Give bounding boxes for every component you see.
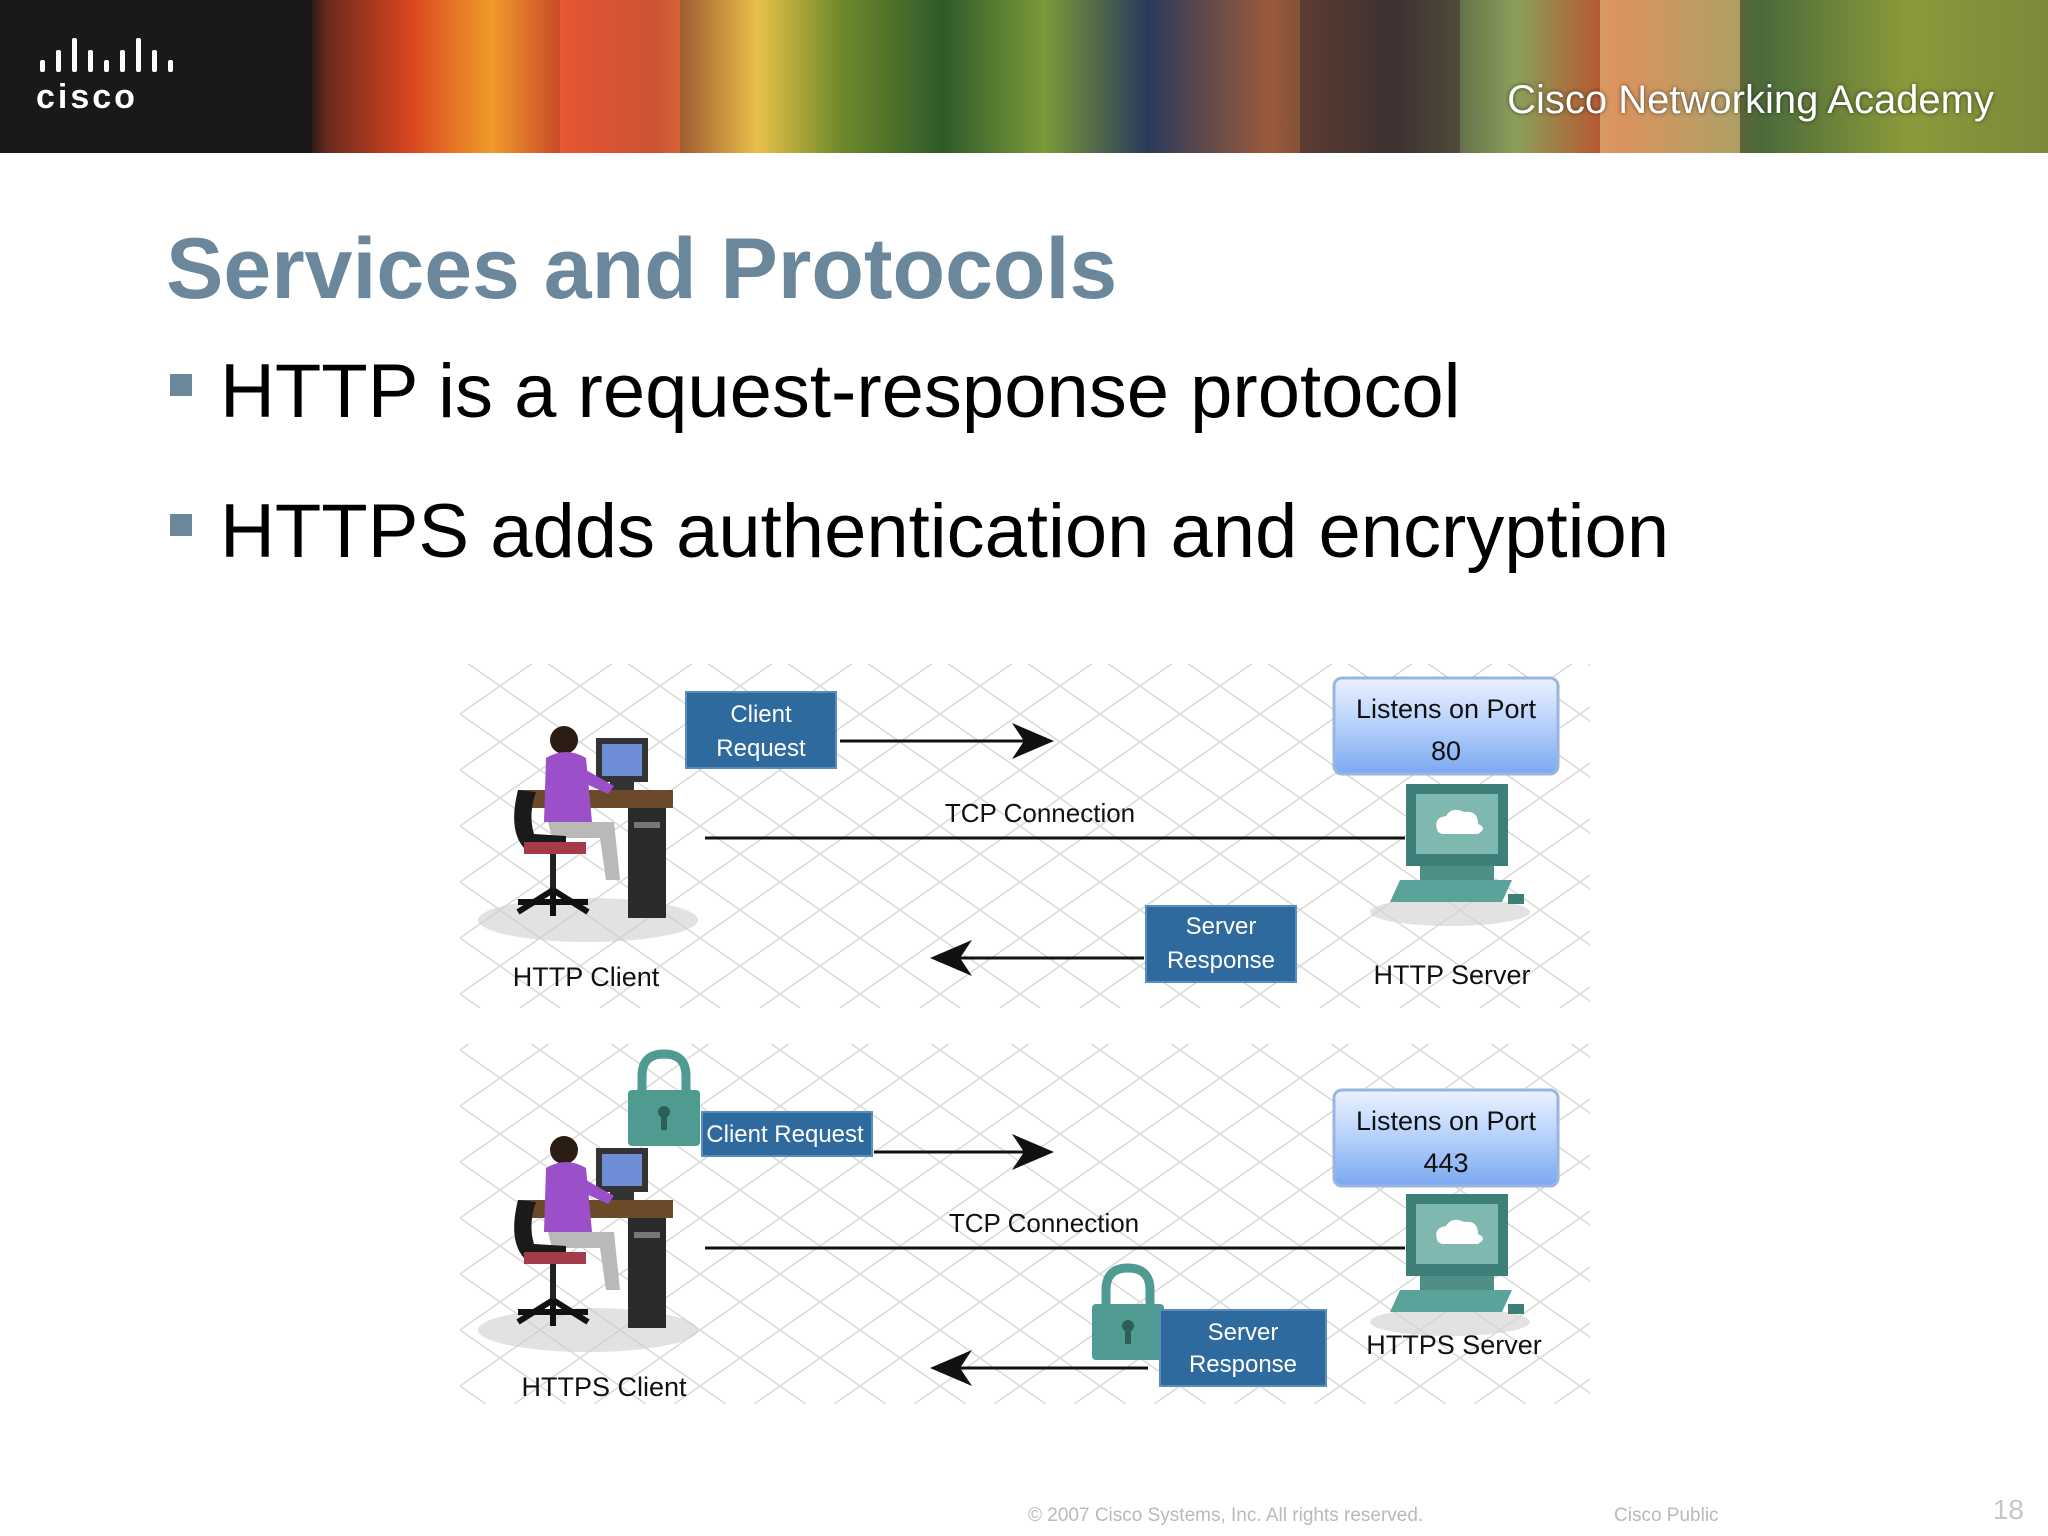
https-client-request-label: Client Request	[706, 1121, 864, 1148]
header-banner: cisco Cisco Networking Academy	[0, 0, 2048, 153]
https-port-number: 443	[1423, 1148, 1468, 1178]
bullet-square-icon	[170, 374, 192, 396]
https-section: HTTPS Client Client Request TCP Connecti…	[460, 1044, 1590, 1404]
https-port-label: Listens on Port	[1356, 1106, 1537, 1136]
http-port-box: Listens on Port 80	[1332, 676, 1560, 776]
bullet-text: HTTP is a request-response protocol	[220, 349, 1461, 434]
http-https-diagram: HTTP Client Client Request TCP Connectio…	[460, 664, 1590, 1404]
http-server-icon	[1370, 784, 1530, 926]
cisco-logo-text: cisco	[36, 78, 138, 116]
https-server-lock-icon	[1092, 1263, 1164, 1360]
http-server-label: HTTP Server	[1373, 960, 1530, 990]
http-server-response-box: Server Response	[1145, 905, 1297, 983]
https-server-response-label: Server	[1208, 1319, 1279, 1346]
https-port-box: Listens on Port 443	[1332, 1088, 1560, 1188]
https-client-lock-icon	[628, 1049, 700, 1146]
networking-academy-label: Cisco Networking Academy	[1507, 78, 1994, 122]
slide-title: Services and Protocols	[166, 221, 1118, 317]
http-tcp-connection-label: TCP Connection	[945, 798, 1135, 828]
http-port-number: 80	[1431, 736, 1461, 766]
http-client-request-label: Client	[730, 701, 792, 728]
https-server-response-label: Response	[1189, 1351, 1297, 1378]
http-server-response-label: Response	[1167, 947, 1275, 974]
footer-classification: Cisco Public	[1614, 1505, 1719, 1526]
bullet-text: HTTPS adds authentication and encryption	[220, 489, 1670, 574]
https-client-label: HTTPS Client	[521, 1372, 687, 1402]
http-port-label: Listens on Port	[1356, 694, 1537, 724]
http-client-request-label: Request	[716, 735, 806, 762]
http-client-label: HTTP Client	[513, 962, 660, 992]
https-client-request-box: Client Request	[701, 1111, 873, 1157]
http-section: HTTP Client Client Request TCP Connectio…	[460, 664, 1590, 1008]
http-client-workstation-icon	[478, 726, 698, 942]
bullet-square-icon	[170, 514, 192, 536]
page-number: 18	[1992, 1494, 2024, 1525]
cisco-logo: cisco	[36, 38, 186, 118]
http-server-response-label: Server	[1186, 913, 1257, 940]
footer-copyright: © 2007 Cisco Systems, Inc. All rights re…	[1028, 1505, 1424, 1526]
https-server-response-box: Server Response	[1159, 1309, 1327, 1387]
https-tcp-connection-label: TCP Connection	[949, 1208, 1139, 1238]
http-client-request-box: Client Request	[685, 691, 837, 769]
https-server-icon	[1370, 1194, 1530, 1336]
https-client-workstation-icon	[478, 1136, 698, 1352]
https-server-label: HTTPS Server	[1366, 1330, 1542, 1360]
